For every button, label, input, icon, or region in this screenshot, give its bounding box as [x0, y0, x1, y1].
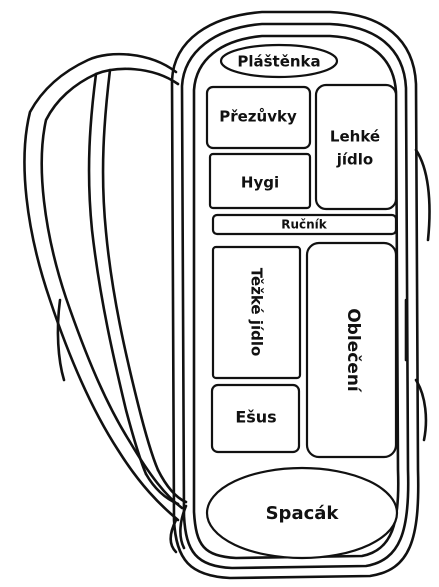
label-rucnik: Ručník [281, 218, 328, 232]
backpack-straps [24, 54, 186, 552]
label-spacak: Spacák [266, 503, 340, 524]
label-lehke-jidlo-line2: jídlo [336, 151, 373, 169]
label-prezuvky: Přezůvky [219, 108, 297, 126]
label-esus: Ešus [235, 408, 276, 427]
label-lehke-jidlo-line1: Lehké [330, 128, 380, 146]
compartment-lehke-jidlo [316, 85, 396, 209]
label-tezke-jidlo: Těžké jídlo [248, 268, 266, 357]
label-obleceni: Oblečení [343, 308, 363, 393]
label-hygi: Hygi [241, 174, 279, 192]
compartments: Pláštěnka Přezůvky Lehké jídlo Hygi Ručn… [207, 45, 397, 558]
label-plastenka: Pláštěnka [237, 53, 320, 71]
